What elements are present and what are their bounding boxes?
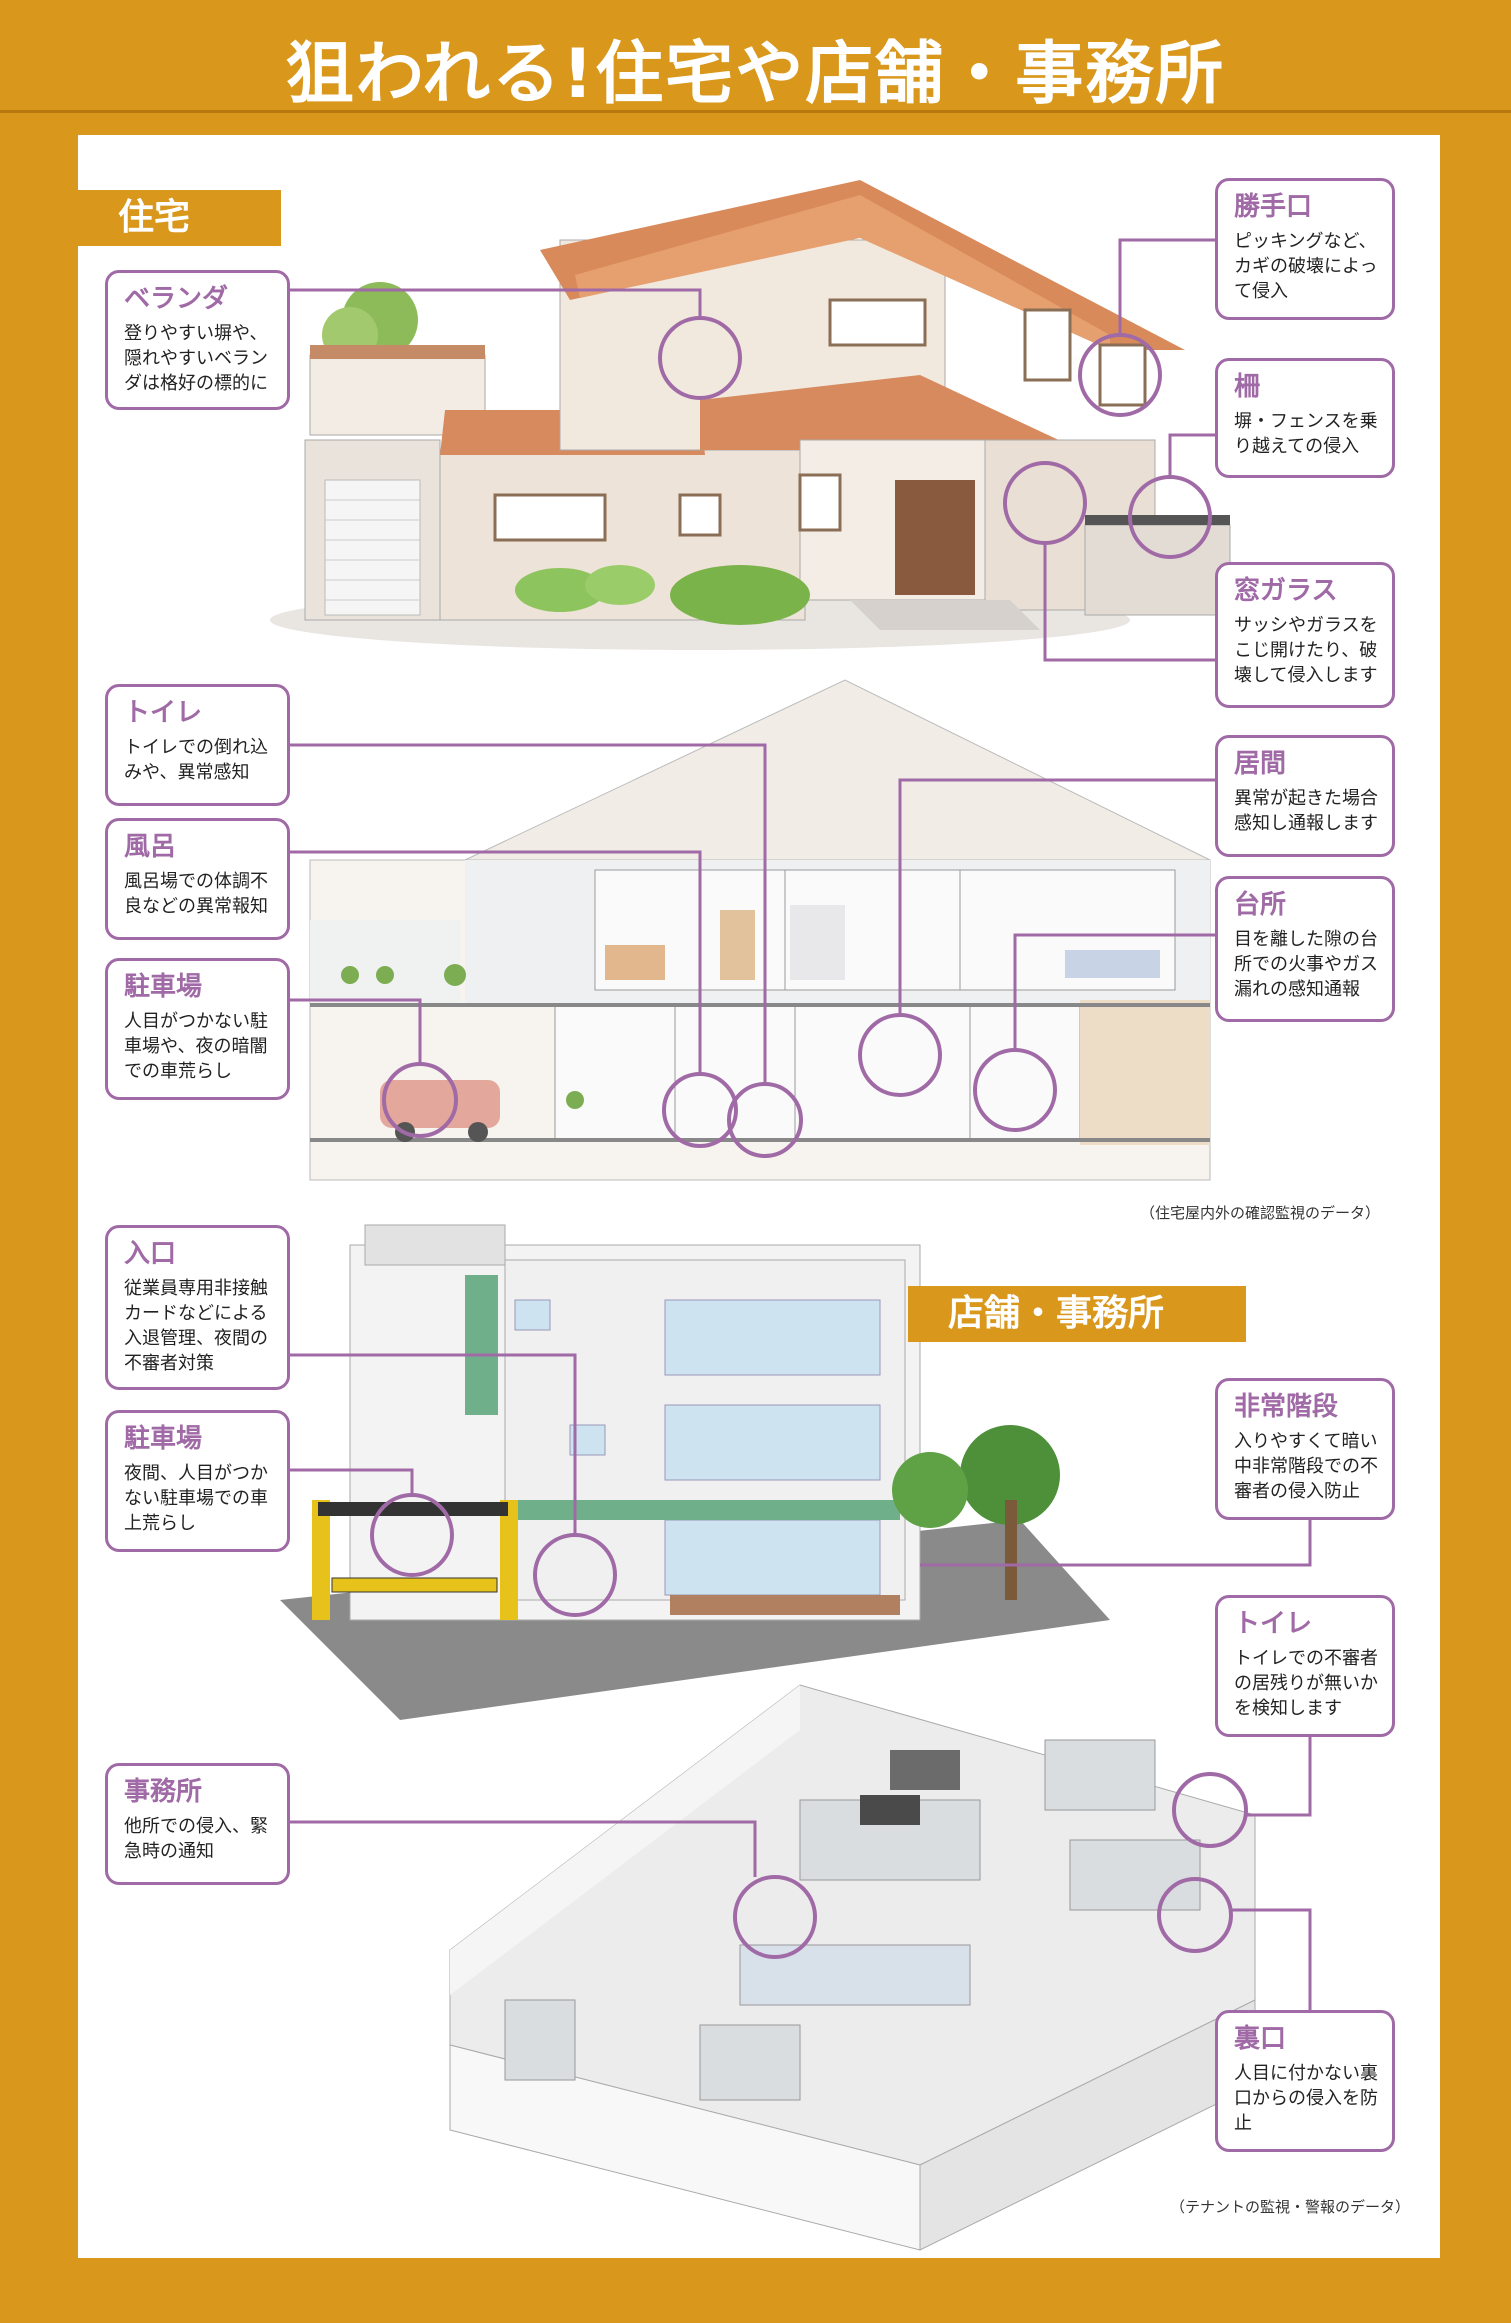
office-building-illustration bbox=[280, 1224, 1110, 1720]
callout-parking-shop: 駐車場 夜間、人目がつかない駐車場での車上荒らし bbox=[105, 1410, 290, 1552]
callout-entrance: 入口 従業員専用非接触カードなどによる入退管理、夜間の不審者対策 bbox=[105, 1225, 290, 1390]
section-header-shop: 店舗・事務所 bbox=[908, 1286, 1246, 1342]
note-house: （住宅屋内外の確認監視のデータ） bbox=[1140, 1204, 1381, 1222]
house-exterior-illustration bbox=[270, 180, 1231, 650]
callout-back-entrance: 裏口 人目に付かない裏口からの侵入を防止 bbox=[1215, 2010, 1395, 2152]
callout-toilet-shop: トイレ トイレでの不審者の居残りが無いかを検知します bbox=[1215, 1595, 1395, 1737]
callout-window-glass: 窓ガラス サッシやガラスをこじ開けたり、破壊して侵入します bbox=[1215, 562, 1395, 708]
callout-bath: 風呂 風呂場での体調不良などの異常報知 bbox=[105, 818, 290, 940]
callout-fence: 柵 塀・フェンスを乗り越えての侵入 bbox=[1215, 358, 1395, 478]
callout-living-room: 居間 異常が起きた場合感知し通報します bbox=[1215, 735, 1395, 857]
callout-emergency-stairs: 非常階段 入りやすくて暗い中非常階段での不審者の侵入防止 bbox=[1215, 1378, 1395, 1520]
title-rule bbox=[0, 110, 1511, 113]
office-floorplan-illustration bbox=[449, 1684, 1256, 2251]
callout-parking-house: 駐車場 人目がつかない駐車場や、夜の暗闇での車荒らし bbox=[105, 958, 290, 1100]
house-interior-illustration bbox=[309, 679, 1211, 1181]
section-header-house: 住宅 bbox=[78, 190, 281, 246]
note-shop: （テナントの監視・警報のデータ） bbox=[1170, 2198, 1411, 2216]
page-title: 狙われる!住宅や店舗・事務所 bbox=[285, 35, 1226, 114]
callout-office: 事務所 他所での侵入、緊急時の通知 bbox=[105, 1763, 290, 1885]
callout-kitchen: 台所 目を離した隙の台所での火事やガス漏れの感知通報 bbox=[1215, 876, 1395, 1022]
callout-back-door: 勝手口 ピッキングなど、カギの破壊によって侵入 bbox=[1215, 178, 1395, 320]
callout-veranda: ベランダ 登りやすい塀や、隠れやすいベランダは格好の標的に bbox=[105, 270, 290, 410]
callout-toilet: トイレ トイレでの倒れ込みや、異常感知 bbox=[105, 684, 290, 806]
